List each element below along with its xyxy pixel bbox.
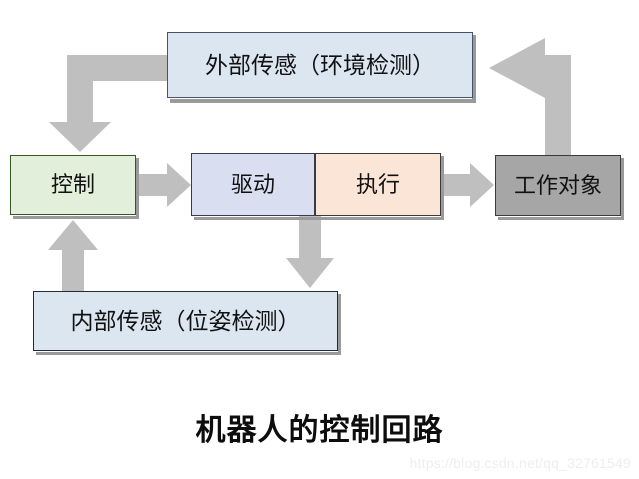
shadow-external-sensing: [170, 99, 476, 103]
shadow-internal-sensing: [36, 352, 341, 355]
node-external-sensing[interactable]: 外部传感（环境检测）: [167, 32, 473, 98]
shadow-execute-right: [441, 156, 444, 217]
shadow-external-sensing-right: [472, 35, 476, 101]
shadow-drive: [194, 217, 318, 220]
node-execute[interactable]: 执行: [315, 153, 441, 216]
shadow-work-object-right: [621, 158, 624, 217]
shadow-execute: [318, 217, 444, 220]
watermark-text: https://blog.csdn.net/qq_32761549: [409, 455, 631, 471]
diagram-title: 机器人的控制回路: [195, 414, 444, 447]
shadow-internal-sensing-right: [338, 294, 341, 352]
arrow-work-object-to-external-sensing: [489, 38, 571, 155]
shadow-control: [13, 216, 139, 219]
arrow-control-to-drive: [137, 163, 191, 207]
node-work-object[interactable]: 工作对象: [495, 155, 621, 216]
node-drive[interactable]: 驱动: [191, 153, 315, 216]
shadow-work-object: [498, 217, 624, 220]
arrow-drive-to-internal-sensing: [286, 216, 334, 288]
arrow-external-sensing-to-control: [49, 55, 167, 152]
node-control[interactable]: 控制: [10, 155, 136, 215]
node-internal-sensing[interactable]: 内部传感（位姿检测）: [33, 291, 338, 351]
arrow-internal-sensing-to-control: [48, 220, 98, 291]
arrow-execute-to-work-object: [442, 163, 494, 207]
shadow-control-right: [136, 158, 139, 216]
